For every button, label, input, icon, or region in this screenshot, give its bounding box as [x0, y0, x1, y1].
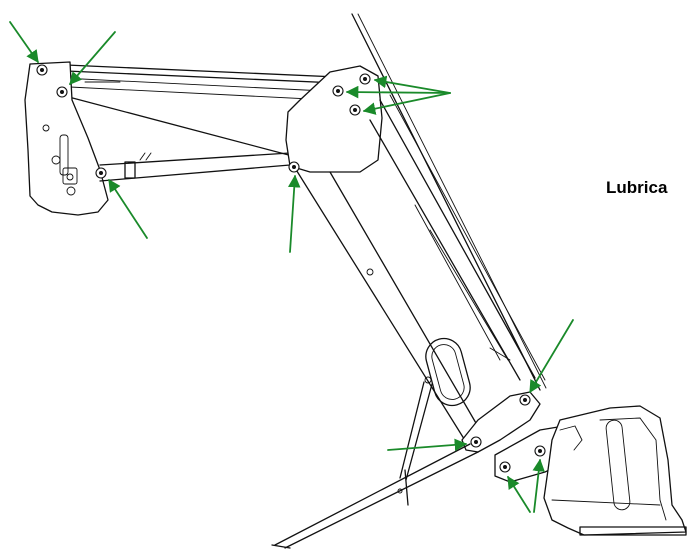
arrow-icon — [287, 174, 301, 253]
grease-fitting-icon — [332, 85, 344, 97]
grease-fittings — [36, 64, 546, 473]
arrow-icon — [373, 75, 451, 94]
arrow-icon — [532, 458, 545, 513]
grease-fitting-icon — [534, 445, 546, 457]
grease-fitting-icon — [288, 161, 300, 173]
arrow-icon — [387, 438, 468, 452]
grease-fitting-icon — [470, 436, 482, 448]
arrow-icon — [529, 319, 574, 394]
arrow-icon — [362, 92, 451, 115]
arrow-icon — [9, 21, 39, 64]
grease-fitting-icon — [499, 461, 511, 473]
arrow-icon — [507, 475, 531, 513]
grease-fitting-icon — [519, 394, 531, 406]
grease-fitting-icon — [36, 64, 48, 76]
parking-stand — [271, 376, 479, 549]
grease-fitting-icon — [95, 167, 107, 179]
bucket — [543, 405, 687, 536]
arrow-icon — [345, 85, 451, 99]
grease-fitting-icon — [56, 86, 68, 98]
arrow-icon — [69, 31, 116, 85]
lubrication-caption: Lubrica — [606, 178, 668, 197]
upper-boom-rails — [43, 63, 361, 159]
arrow-icon — [108, 178, 148, 239]
left-mount-bracket — [24, 61, 109, 216]
grease-fitting-icon — [359, 73, 371, 85]
lubrication-arrows — [9, 21, 574, 513]
grease-fitting-icon — [349, 104, 361, 116]
tilt-cylinder — [99, 152, 291, 182]
